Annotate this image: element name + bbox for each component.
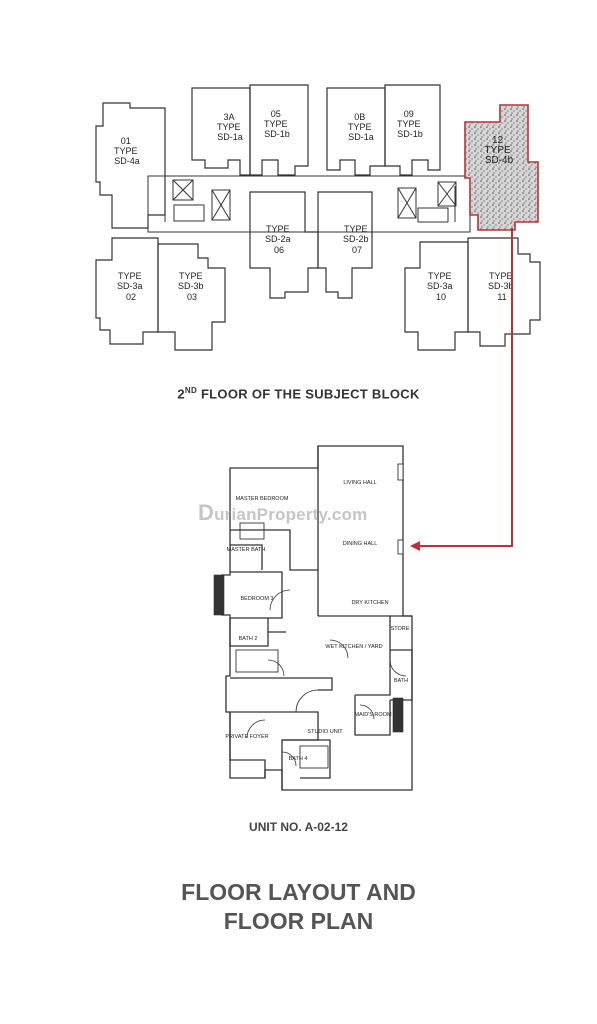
unit-01-label: 01 TYPE SD-4a [114, 136, 140, 166]
room-bath: BATH [394, 678, 408, 684]
block-caption-ordinal: 2 [177, 386, 185, 402]
unit-12-highlight [464, 104, 539, 231]
room-dining-hall: DINING HALL [343, 541, 378, 547]
lift-core-right [397, 181, 457, 223]
unit-plan [213, 445, 413, 791]
unit-02-outline [95, 237, 159, 345]
watermark-rest: urianProperty.com [214, 505, 368, 524]
unit-03-label: TYPE SD-3b 03 [178, 271, 206, 302]
block-unit-labels: 01 TYPE SD-4a 3A TYPE SD-1a 05 TYPE SD-1… [114, 109, 516, 302]
unit-room-labels: LIVING HALL MASTER BEDROOM DINING HALL M… [225, 480, 409, 762]
room-master-bedroom: MASTER BEDROOM [236, 496, 289, 502]
unit-06-label: TYPE SD-2a 06 [265, 224, 293, 255]
title-line-1: FLOOR LAYOUT AND [181, 879, 416, 905]
lift-core-left [172, 179, 231, 222]
room-bath-4: BATH 4 [289, 756, 308, 762]
unit-11-label: TYPE SD-3b 11 [488, 271, 516, 302]
room-studio-unit: STUDIO UNIT [307, 729, 343, 735]
unit-07-outline [317, 191, 373, 299]
block-plan [95, 84, 541, 351]
room-private-foyer: PRIVATE FOYER [225, 734, 268, 740]
unit-11-outline [467, 237, 541, 347]
unit-12-label: 12 TYPE SD-4b [485, 135, 514, 166]
page-title: FLOOR LAYOUT AND FLOOR PLAN [0, 878, 597, 936]
unit-03-outline [157, 243, 226, 351]
unit-07-label: TYPE SD-2b 07 [343, 224, 371, 255]
title-line-2: FLOOR PLAN [223, 908, 374, 934]
room-living-hall: LIVING HALL [343, 480, 376, 486]
arrow-head-icon [410, 541, 420, 551]
room-master-bath: MASTER BATH [227, 547, 266, 553]
unit-02-label: TYPE SD-3a 02 [117, 271, 145, 302]
unit-01-outline [95, 102, 166, 229]
planter-left [213, 574, 225, 616]
room-store: STORE [391, 626, 410, 632]
watermark-logo: DurianProperty.com [198, 500, 367, 526]
corridor [147, 175, 471, 233]
unit-number-caption: UNIT NO. A-02-12 [249, 820, 348, 834]
unit-05-label: 05 TYPE SD-1b [264, 109, 290, 139]
block-caption-text: FLOOR OF THE SUBJECT BLOCK [197, 386, 420, 402]
room-maids-room: MAID'S ROOM [354, 712, 392, 718]
block-caption-suffix: ND [184, 386, 198, 395]
unit-05-outline [249, 84, 309, 176]
unit-10-label: TYPE SD-3a 10 [427, 271, 455, 302]
room-bedroom-3: BEDROOM 3 [240, 596, 273, 602]
connector-arrow [410, 228, 513, 551]
planter-right [392, 697, 404, 733]
unit-09-label: 09 TYPE SD-1b [397, 109, 423, 139]
room-wet-kitchen: WET KITCHEN / YARD [325, 644, 382, 650]
unit-06-outline [249, 191, 319, 299]
room-dry-kitchen: DRY KITCHEN [351, 600, 388, 606]
unit-09-outline [384, 84, 441, 176]
unit-0b-label: 0B TYPE SD-1a [348, 112, 374, 142]
watermark-initial: D [198, 500, 215, 525]
room-bath-2: BATH 2 [239, 636, 258, 642]
block-caption: 2ND FLOOR OF THE SUBJECT BLOCK [0, 386, 597, 401]
unit-3a-label: 3A TYPE SD-1a [217, 112, 243, 142]
